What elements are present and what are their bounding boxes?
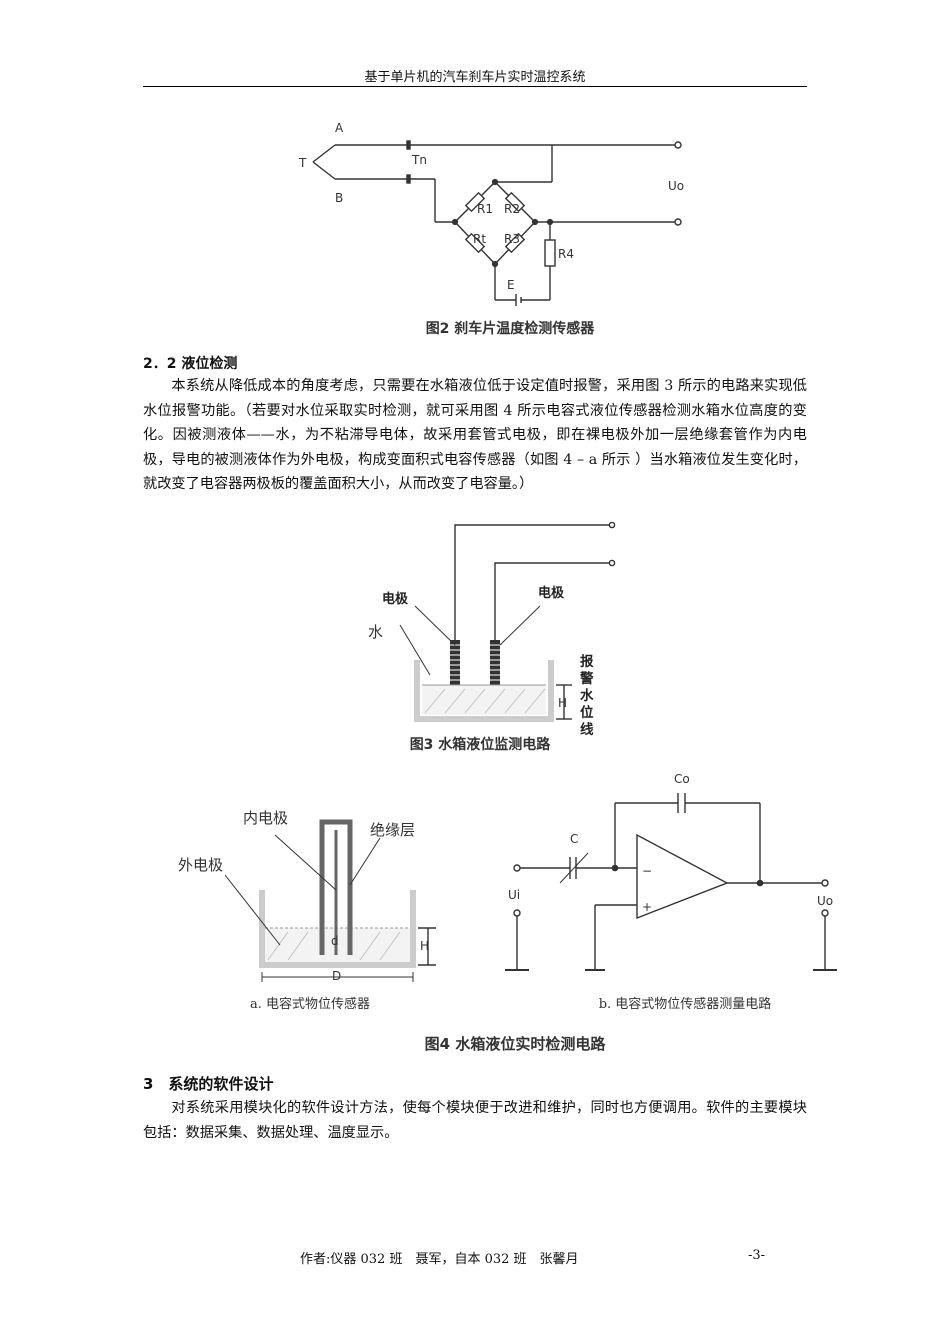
label-plus: +	[642, 900, 652, 914]
footer-author: 作者:仪器 032 班 聂军，自本 032 班 张馨月	[300, 1252, 579, 1267]
figure-2-circuit: A T B Tn R1 R2 Rt R3 R4 E Uo	[298, 121, 684, 306]
insulation-pointer	[349, 837, 381, 886]
thermocouple-wire-a	[312, 144, 336, 163]
insulation-layer	[319, 819, 353, 955]
figure-4-caption: 图4 水箱液位实时检测电路	[424, 1035, 606, 1053]
label-uo-4b: Uo	[817, 894, 833, 908]
label-uo: Uo	[668, 179, 684, 193]
label-r4: R4	[558, 247, 574, 261]
label-d-large: D	[332, 969, 341, 983]
electrode-right-body	[490, 640, 500, 685]
electrode-right-pointer	[499, 605, 541, 646]
figure-4a-caption: a. 电容式物位传感器	[249, 997, 370, 1012]
page-header-title: 基于单片机的汽车刹车片实时温控系统	[364, 70, 586, 85]
capacitor-c-arrow	[559, 852, 589, 884]
section-3-text: 对系统采用模块化的软件设计方法，使每个模块便于改进和维护，同时也方便调用。软件的…	[143, 1100, 807, 1141]
terminal-uo-out	[821, 879, 829, 887]
figure-4b-circuit: C Co Ui Uo − +	[505, 772, 837, 971]
label-r1: R1	[477, 202, 493, 216]
figure-4a-diagram: 内电极 绝缘层 外电极 d D H	[178, 809, 436, 983]
figure-4b-caption: b. 电容式物位传感器测量电路	[598, 997, 772, 1012]
section-3-heading: 3 系统的软件设计	[143, 1075, 274, 1093]
label-inner-electrode: 内电极	[243, 809, 288, 827]
footer-page-number: -3-	[748, 1248, 766, 1263]
label-e: E	[507, 278, 515, 292]
label-minus: −	[642, 864, 652, 878]
terminal-uo-top	[674, 141, 682, 149]
electrode-left-body	[450, 640, 460, 685]
outer-pointer	[224, 874, 281, 946]
electrode-left-pointer	[414, 605, 456, 646]
label-c: C	[570, 832, 578, 846]
label-rt: Rt	[473, 232, 486, 246]
junction-tn-b	[406, 174, 411, 184]
electrode-right-lead	[494, 562, 610, 640]
label-a: A	[335, 121, 344, 135]
resistor-r2	[504, 191, 526, 213]
label-tn: Tn	[411, 153, 427, 167]
resistor-r1	[464, 191, 486, 213]
label-t: T	[298, 156, 307, 170]
label-outer-electrode: 外电极	[178, 856, 223, 874]
label-r3: R3	[504, 232, 520, 246]
label-d-small: d	[331, 934, 339, 948]
section-2-2-text: 本系统从降低成本的角度考虑，只需要在水箱液位低于设定值时报警，采用图 3 所示的…	[143, 378, 807, 493]
section-2-2-paragraph: 本系统从降低成本的角度考虑，只需要在水箱液位低于设定值时报警，采用图 3 所示的…	[143, 374, 807, 497]
terminal-uo-bottom	[674, 218, 682, 226]
figure-3-caption: 图3 水箱液位监测电路	[409, 737, 551, 753]
label-insulation: 绝缘层	[370, 821, 415, 839]
thermocouple-wire-b	[312, 161, 336, 180]
figure-2-caption: 图2 刹车片温度检测传感器	[425, 321, 595, 337]
junction-tn-a	[406, 140, 411, 150]
section-3-paragraph: 对系统采用模块化的软件设计方法，使每个模块便于改进和维护，同时也方便调用。软件的…	[143, 1096, 807, 1145]
label-b: B	[335, 191, 343, 205]
resistor-r3	[504, 232, 526, 254]
tank-wall	[414, 660, 554, 722]
label-h-4a: H	[420, 939, 429, 953]
header-rule	[143, 86, 807, 87]
resistor-rt	[464, 232, 486, 254]
op-amp	[636, 833, 729, 920]
outer-electrode-wall	[259, 890, 416, 968]
label-r2: R2	[504, 202, 520, 216]
label-electrode-left: 电极	[382, 591, 409, 607]
label-electrode-right: 电极	[538, 585, 565, 601]
terminal-ui-in	[513, 864, 521, 872]
label-co: Co	[674, 772, 690, 786]
label-h: H	[558, 696, 567, 710]
label-alarm-line: 报警水位线	[580, 654, 594, 738]
section-2-2-heading: 2．2 液位检测	[143, 356, 238, 372]
label-water: 水	[368, 623, 383, 641]
water-pointer	[399, 624, 431, 676]
figure-3-diagram: 电极 电极 水 H	[368, 521, 616, 722]
label-ui: Ui	[508, 888, 520, 902]
electrode-left-lead	[454, 524, 610, 640]
resistor-r4	[544, 239, 556, 267]
inner-pointer	[274, 834, 337, 891]
